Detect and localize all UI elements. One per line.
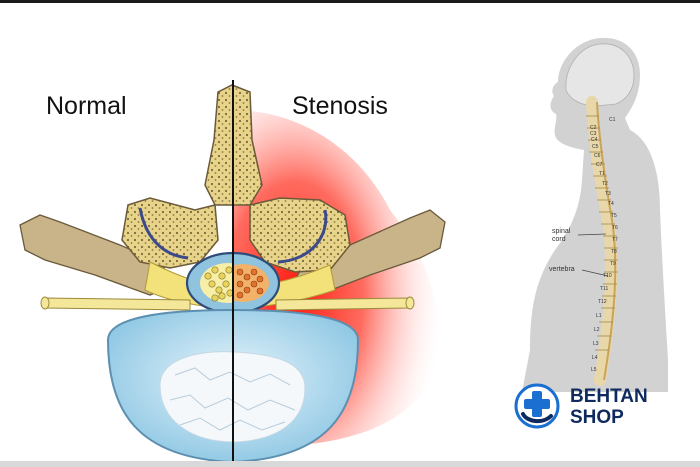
- vertebra-level-label: T3: [605, 191, 611, 197]
- vertebra-level-label: L2: [594, 327, 600, 333]
- vertebra-level-label: T10: [603, 273, 612, 279]
- vertebra-level-label: T9: [610, 261, 616, 267]
- top-border: [0, 0, 700, 3]
- spinal-cord-line: [596, 101, 617, 381]
- human-body-silhouette: [522, 37, 668, 393]
- spine-column: [586, 96, 618, 386]
- vertebra-level-label: T5: [611, 213, 617, 219]
- nerve-bundle-stenosis: [233, 264, 269, 302]
- vertebra-level-label: C1: [609, 117, 616, 123]
- vertebra-level-label: T6: [612, 225, 618, 231]
- vertebra-level-label: C3: [590, 131, 597, 137]
- vertebra-level-label: T4: [608, 201, 614, 207]
- brand-name: BEHTAN SHOP: [570, 386, 648, 428]
- vertebra-segments: [586, 115, 618, 351]
- normal-label: Normal: [46, 92, 127, 120]
- nerve-root-left: [44, 297, 191, 311]
- vertebra-label: vertebra: [549, 266, 575, 273]
- vertebra-level-label: T7: [612, 237, 618, 243]
- vertebra-level-label: T2: [602, 181, 608, 187]
- ligament-right: [277, 209, 328, 264]
- brand-line-1: BEHTAN: [570, 386, 648, 407]
- vertebra-level-label: T12: [598, 299, 607, 305]
- medical-cross-hand-icon: [514, 383, 560, 429]
- nucleus-texture: [169, 367, 296, 431]
- vertebra-level-label: L3: [593, 341, 599, 347]
- brand-line-2: SHOP: [570, 407, 624, 428]
- spinal-cord-pointer: [577, 233, 607, 236]
- nerve-root-right: [275, 297, 411, 311]
- brand-logo-block: BEHTAN SHOP: [513, 378, 673, 434]
- nerve-bundle-normal: [200, 263, 233, 303]
- vertebra-level-label: L5: [591, 367, 597, 373]
- lamina-left: [121, 197, 219, 269]
- spinal-cord-label: spinal cord: [552, 228, 571, 243]
- vertebra-level-label: C4: [591, 137, 598, 143]
- body-outline: [522, 37, 668, 393]
- stenosis-label: Stenosis: [292, 92, 388, 120]
- vertebra-pointer: [581, 269, 609, 277]
- ligament-left: [138, 207, 189, 260]
- vertebra-cross-section: [19, 80, 446, 464]
- vertebra-level-label: T8: [611, 249, 617, 255]
- vertebra-level-label: T11: [600, 286, 609, 292]
- vertebra-level-label: T1: [599, 171, 605, 177]
- bottom-border: [0, 461, 700, 467]
- vertebra-level-label: C6: [594, 153, 601, 159]
- vertebra-level-label: C2: [590, 125, 597, 131]
- vertebra-level-label: C7: [596, 162, 603, 168]
- vertebra-level-label: C5: [592, 144, 599, 150]
- vertebra-level-label: L1: [596, 313, 602, 319]
- vertebra-level-label: L4: [592, 355, 598, 361]
